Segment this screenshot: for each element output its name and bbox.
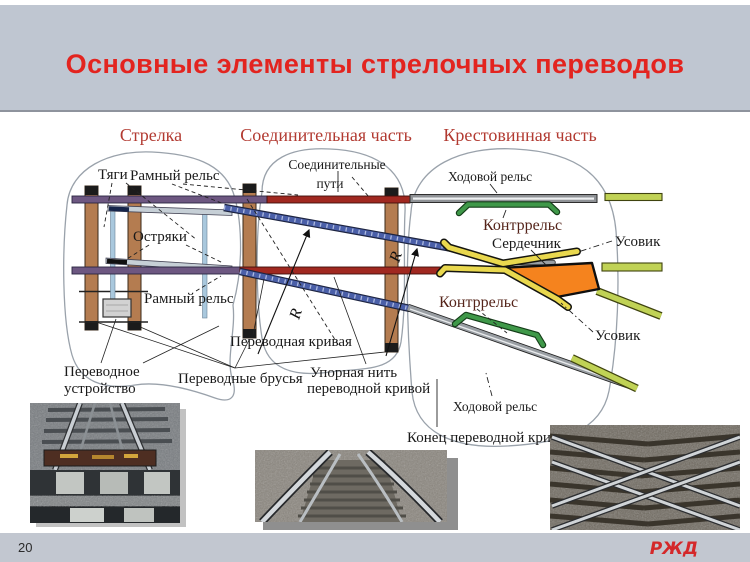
label-connecting-tracks-2: пути [316,176,343,191]
exit-rail-mid-right [601,262,663,272]
frog-assembly [436,238,601,311]
label-frog-core: Сердечник [492,236,562,252]
point-blade-upper [107,205,233,216]
label-ostryaki: Остряки [133,229,187,245]
frame-rail-bottom-left [71,266,241,275]
label-thrust-rail-2: переводной кривой [307,381,430,397]
sleeper-end-caps [85,184,398,352]
label-running-rail-top: Ходовой рельс [448,169,532,184]
label-thrust-rail-1: Упорная нить [310,365,397,381]
crossing-rails [406,192,663,393]
page-number: 20 [18,540,33,555]
label-radius-2: R [386,249,406,265]
zone-title-connecting: Соединительная часть [240,125,412,145]
zone-title-switch: Стрелка [120,125,182,145]
diagram-labels: Тяги Рамный рельс Остряки Рамный рельс С… [64,157,661,446]
label-switch-machine-1: Переводное [64,364,140,380]
frame-rail-bottom-right [239,266,444,275]
label-contre-rail-top: Контррельс [483,217,562,234]
leader-lines [100,171,613,427]
slide-header: Основные элементы стрелочных переводов [0,5,750,112]
photo-frog-closeup [255,450,458,530]
contre-rails [451,201,561,349]
label-radius-1: R [286,306,306,322]
point-machine-box [102,298,132,318]
exit-rail-top-right [604,192,663,202]
rzd-logo-text: РЖД [650,539,698,559]
label-switch-timbers: Переводные брусья [178,371,303,387]
label-contre-rail-bottom: Контррельс [439,294,518,311]
label-running-rail-bottom: Ходовой рельс [453,399,537,414]
rzd-logo: РЖД [650,539,698,559]
switch-sleepers [84,183,399,353]
running-rails [71,194,598,275]
label-frame-rail-top: Рамный рельс [130,168,220,184]
label-frame-rail-bottom: Рамный рельс [144,291,234,307]
zone-outline-crossing [406,148,619,447]
radius-arrow-2 [385,247,420,357]
frame-rail-top-right [266,195,411,204]
label-wing-rail-top: Усовик [615,234,661,250]
radius-arrow-1 [257,228,311,355]
label-connecting-tracks-1: Соединительные [288,157,385,172]
zone-outline-connecting [256,148,406,375]
photo-switch-track [30,403,186,527]
label-switch-machine-2: устройство [64,381,136,397]
label-turnout-curve: Переводная кривая [230,334,352,350]
turnout-curve-rails [223,203,454,313]
label-tyagi: Тяги [98,167,128,183]
blade-tip-upper [108,206,130,212]
frame-rail-top-left [71,195,268,204]
blade-tip-lower [106,258,128,265]
zone-title-crossing: Крестовинная часть [443,125,596,145]
label-wing-rail-bottom: Усовик [595,328,641,344]
switch-rod-left [110,205,116,307]
slide-footer: 20 РЖД [0,533,750,562]
sleeper-leader-lines [95,321,386,369]
slide-title: Основные элементы стрелочных переводов [65,49,685,79]
label-curve-end: Конец переводной кривой [407,430,573,446]
top-white-strip [0,0,750,5]
photo-crossing-overhead [550,425,740,530]
